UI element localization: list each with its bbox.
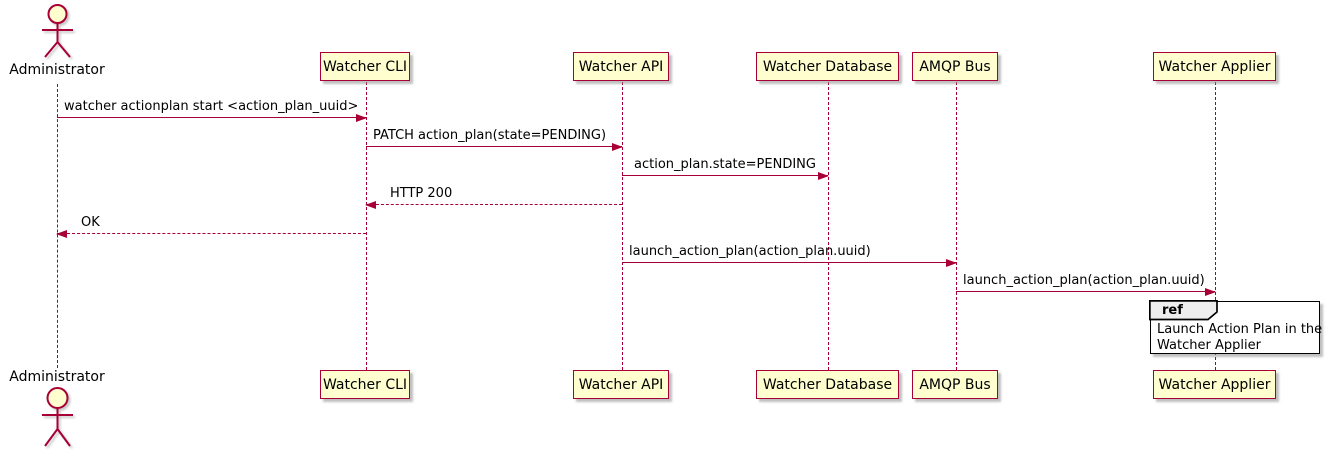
- participant-label: AMQP Bus: [919, 58, 991, 75]
- message-line: [366, 204, 622, 205]
- message-line: [57, 117, 366, 118]
- message-start-actionplan: watcher actionplan start <action_plan_uu…: [57, 97, 367, 122]
- ref-text-line: Watcher Applier: [1157, 338, 1261, 353]
- message-launch-action-plan-amqp-applier: launch_action_plan(action_plan.uuid): [956, 271, 1216, 296]
- message-state-pending: action_plan.state=PENDING: [622, 155, 829, 180]
- message-label: launch_action_plan(action_plan.uuid): [629, 244, 871, 259]
- arrowhead-icon: [365, 201, 376, 209]
- participant-label: Watcher API: [578, 58, 664, 75]
- participant-watcher-applier-bottom: Watcher Applier: [1153, 370, 1276, 399]
- participant-watcher-api-bottom: Watcher API: [573, 370, 669, 399]
- ref-fragment: ref Launch Action Plan in the Watcher Ap…: [1149, 300, 1322, 354]
- participant-watcher-applier-top: Watcher Applier: [1153, 52, 1276, 81]
- arrowhead-icon: [356, 114, 367, 122]
- message-ok: OK: [56, 213, 366, 238]
- message-http-200: HTTP 200: [365, 184, 622, 209]
- participant-watcher-api-top: Watcher API: [573, 52, 669, 81]
- message-launch-action-plan-api-amqp: launch_action_plan(action_plan.uuid): [622, 242, 957, 267]
- message-line: [622, 262, 956, 263]
- participant-watcher-database-top: Watcher Database: [756, 52, 899, 81]
- lifeline-watcher-database: [828, 82, 829, 370]
- actor-figure-icon: [42, 4, 73, 58]
- participant-label: Watcher Database: [762, 58, 893, 75]
- message-label: watcher actionplan start <action_plan_uu…: [64, 99, 359, 114]
- message-line: [57, 233, 366, 234]
- participant-watcher-database-bottom: Watcher Database: [756, 370, 899, 399]
- arrowhead-icon: [612, 143, 623, 151]
- participant-label: AMQP Bus: [919, 376, 991, 393]
- message-label: OK: [81, 215, 100, 230]
- arrowhead-icon: [56, 230, 67, 238]
- message-label: PATCH action_plan(state=PENDING): [373, 128, 607, 143]
- actor-label-top: Administrator: [9, 62, 105, 78]
- ref-header-shape: [1149, 300, 1219, 321]
- lifeline-watcher-api: [622, 82, 623, 370]
- arrowhead-icon: [818, 172, 829, 180]
- message-line: [956, 291, 1215, 292]
- participant-label: Watcher Applier: [1158, 376, 1271, 393]
- ref-text-line: Launch Action Plan in the: [1157, 322, 1323, 337]
- arrowhead-icon: [1205, 288, 1216, 296]
- participant-watcher-cli-bottom: Watcher CLI: [320, 370, 410, 399]
- lifeline-amqp-bus: [956, 82, 957, 370]
- participant-label: Watcher API: [578, 376, 664, 393]
- ref-keyword: ref: [1162, 303, 1183, 318]
- participant-watcher-cli-top: Watcher CLI: [320, 52, 410, 81]
- lifeline-watcher-cli: [366, 82, 367, 370]
- participant-label: Watcher CLI: [322, 58, 408, 75]
- message-patch-action-plan: PATCH action_plan(state=PENDING): [366, 126, 623, 151]
- message-label: HTTP 200: [390, 186, 453, 201]
- participant-label: Watcher Database: [762, 376, 893, 393]
- message-line: [622, 175, 828, 176]
- actor-label-bottom: Administrator: [9, 369, 105, 385]
- message-label: launch_action_plan(action_plan.uuid): [963, 273, 1205, 288]
- ref-body: Launch Action Plan in the Watcher Applie…: [1157, 322, 1322, 354]
- participant-amqp-bus-top: AMQP Bus: [912, 52, 998, 81]
- participant-label: Watcher CLI: [322, 376, 408, 393]
- participant-label: Watcher Applier: [1158, 58, 1271, 75]
- lifeline-watcher-applier: [1215, 82, 1216, 370]
- actor-figure-icon: [42, 387, 73, 447]
- message-label: action_plan.state=PENDING: [634, 157, 816, 172]
- participant-amqp-bus-bottom: AMQP Bus: [912, 370, 998, 399]
- message-line: [366, 146, 622, 147]
- lifeline-administrator: [57, 84, 58, 368]
- arrowhead-icon: [946, 259, 957, 267]
